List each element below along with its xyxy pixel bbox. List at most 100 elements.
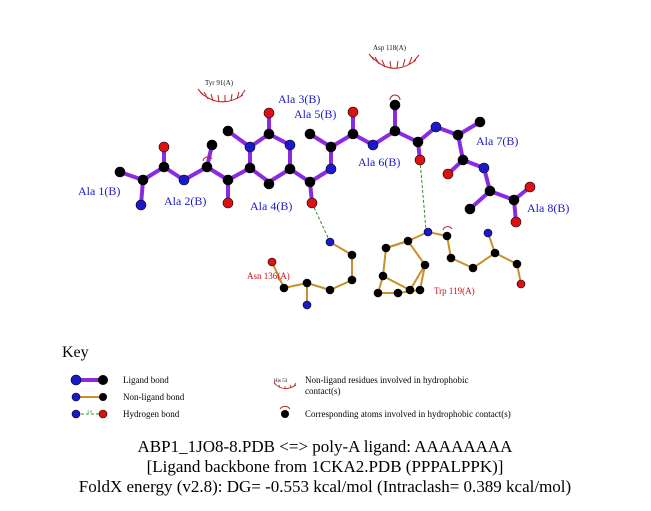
legend-hydrophobic-atom-arc [279, 405, 291, 410]
eyelash-ray [389, 60, 392, 69]
nitrogen-atom [325, 163, 337, 175]
carbon-atom [474, 116, 486, 128]
legend-title: Key [62, 344, 89, 361]
eyelash-ray [217, 94, 220, 103]
oxygen-atom [516, 279, 526, 289]
carbon-atom [325, 141, 337, 153]
carbon-atom [302, 278, 312, 288]
oxygen-atom [158, 141, 170, 153]
oxygen-atom [267, 257, 277, 267]
carbon-atom [137, 174, 149, 186]
caption-line-1: ABP1_1JO8-8.PDB <=> poly-A ligand: AAAAA… [138, 437, 514, 456]
hydrophobic-atom-markers [202, 94, 453, 231]
hydrogen-bond [311, 202, 331, 243]
oxygen-atom [222, 197, 234, 209]
nonligand-bond [472, 252, 496, 269]
eyelash-ray [413, 54, 420, 62]
nonligand-bond [271, 261, 285, 289]
hydrogen-bond [419, 159, 427, 231]
carbon-atom [206, 139, 218, 151]
carbon-atom [512, 259, 522, 269]
oxygen-atom [347, 106, 359, 118]
carbon-atom [378, 271, 388, 281]
eyelash-ray [197, 88, 204, 96]
legend-hydrophobic-residues-label-1: Non-ligand residues involved in hydropho… [305, 375, 468, 385]
carbon-atom [468, 263, 478, 273]
legend-hydrophobic-residues-label-2: contact(s) [305, 386, 340, 396]
label-asn-136: Asn 136(A) [247, 271, 290, 281]
eyelash-ray [402, 58, 406, 67]
eyelash-ray [230, 93, 233, 102]
carbon-atom [464, 203, 476, 215]
nitrogen-atom [325, 237, 335, 247]
legend-hydrophobic-atoms-label: Corresponding atoms involved in hydropho… [305, 409, 511, 419]
oxygen-atom [263, 107, 275, 119]
legend-eyelash-icon [273, 381, 297, 389]
nitrogen-atom [178, 174, 190, 186]
legend: Key Ligand bond Non-ligand bond 3.0 Hydr… [62, 344, 511, 419]
carbon-atom [452, 129, 464, 141]
oxygen-atom [510, 216, 522, 228]
carbon-atom [420, 260, 430, 270]
hydrophobic-atom-arc [442, 226, 453, 231]
caption-line-3: FoldX energy (v2.8): DG= -0.553 kcal/mol… [79, 477, 571, 496]
legend-hbond-label: Hydrogen bond [123, 409, 180, 419]
legend-atom-n [71, 409, 81, 419]
carbon-atom [114, 166, 126, 178]
carbon-atom [222, 174, 234, 186]
ligand-backbone-segment-3 [351, 128, 420, 148]
label-ala-5: Ala 5(B) [294, 107, 336, 121]
carbon-atom [508, 194, 520, 206]
carbon-atom [325, 285, 335, 295]
carbon-atom [412, 136, 424, 148]
nitrogen-atom [483, 228, 493, 238]
carbon-atom [484, 185, 496, 197]
eyelash-ray [236, 91, 240, 100]
label-tyr-91: Tyr 91(A) [205, 79, 234, 87]
nitrogen-atom [135, 199, 147, 211]
carbon-atom [393, 288, 403, 298]
carbon-atom [347, 250, 357, 260]
carbon-atom [347, 128, 359, 140]
nitrogen-atom [423, 227, 433, 237]
carbon-atom [244, 162, 256, 174]
carbon-atom [389, 125, 401, 137]
carbon-atom [222, 125, 234, 137]
label-ala-7: Ala 7(B) [476, 134, 518, 148]
carbon-atom [304, 176, 316, 188]
carbon-atom [263, 128, 275, 140]
legend-hbond-length: 3.0 [87, 409, 92, 414]
legend-hydrophobic-atom [281, 410, 289, 418]
legend-his-label: His 53 [274, 379, 288, 384]
legend-atom-c [98, 375, 108, 385]
oxygen-atom [414, 154, 426, 166]
label-asp-118: Asp 118(A) [373, 44, 407, 52]
label-ala-2: Ala 2(B) [164, 194, 206, 208]
eyelash-arc [199, 91, 244, 103]
label-ala-4: Ala 4(B) [250, 199, 292, 213]
label-ala-8: Ala 8(B) [527, 201, 569, 215]
nitrogen-atom [430, 121, 442, 133]
eyelash-ray [210, 93, 214, 102]
label-trp-119: Trp 119(A) [434, 286, 475, 296]
legend-nonligand-bond-label: Non-ligand bond [123, 392, 185, 402]
carbon-atom [457, 154, 469, 166]
carbon-atom [158, 161, 170, 173]
eyelash-ray [396, 60, 399, 69]
atoms [114, 99, 536, 310]
legend-atom-n [70, 374, 82, 386]
carbon-atom [263, 178, 275, 190]
eyelash-ray [374, 56, 380, 65]
carbon-atom [442, 231, 452, 241]
nitrogen-atom [367, 139, 379, 151]
carbon-atom [446, 253, 456, 263]
oxygen-atom [442, 168, 454, 180]
carbon-atom [415, 285, 425, 295]
carbon-atom [279, 283, 289, 293]
carbon-atom [403, 236, 413, 246]
legend-ligand-bond-label: Ligand bond [123, 375, 169, 385]
legend-atom-n [71, 392, 81, 402]
eyelash-ray [203, 91, 209, 100]
nitrogen-atom [478, 162, 490, 174]
hydrophobic-atom-arc [389, 94, 401, 101]
